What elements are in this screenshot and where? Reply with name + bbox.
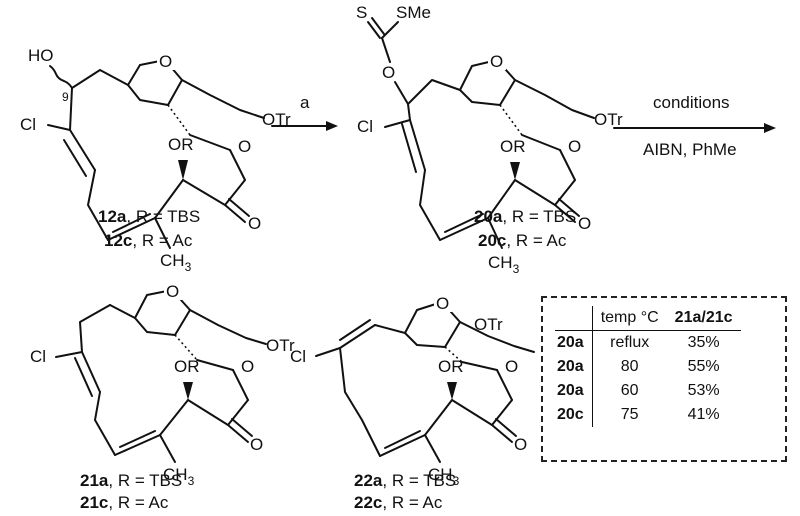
row-compound: 20a: [555, 330, 593, 355]
label-ring-o-21: O: [166, 282, 179, 301]
label-o-xanthate: O: [382, 63, 395, 82]
row-temp: 80: [620, 358, 639, 375]
table-row: 20c 75 41%: [555, 403, 741, 427]
label-cl-21: Cl: [30, 347, 46, 366]
label-otr-20: OTr: [594, 110, 623, 129]
label-ring-o: O: [159, 52, 172, 71]
header-temp: temp °C: [592, 306, 667, 331]
arrow-a-label: a: [300, 93, 310, 112]
structure-20: S SMe O Cl CH3 OR O O O OTr: [356, 3, 623, 276]
label-otr-22: OTr: [474, 315, 503, 334]
table-row: 20a 60 53%: [555, 379, 741, 403]
row-yield: 53%: [687, 382, 720, 399]
label-or-22: OR: [438, 357, 464, 376]
label-or-21: OR: [174, 357, 200, 376]
row-temp: 75: [620, 406, 639, 423]
label-s: S: [356, 3, 367, 22]
structure-21: Cl CH3 OR O O O OTr: [30, 282, 295, 488]
table-row: 20a 80 55%: [555, 355, 741, 379]
table-header-row: temp °C 21a/21c: [555, 306, 741, 331]
label-otr-21: OTr: [266, 336, 295, 355]
compound-20c-label: 20c, R = Ac: [478, 231, 567, 250]
label-ring-o-20: O: [490, 52, 503, 71]
label-o-ester: O: [238, 137, 251, 156]
label-ch3-20: CH3: [488, 253, 520, 276]
row-compound: 20a: [555, 355, 593, 379]
label-cl-20: Cl: [357, 117, 373, 136]
label-cl-22: Cl: [290, 347, 306, 366]
header-yield: 21a/21c: [666, 306, 741, 331]
row-compound: 20c: [555, 403, 593, 427]
compound-21a-label: 21a, R = TBS: [80, 471, 182, 490]
row-temp: reflux: [610, 334, 650, 351]
label-o-carbonyl-20: O: [578, 214, 591, 233]
compound-21c-label: 21c, R = Ac: [80, 493, 169, 512]
label-c9: 9: [62, 90, 69, 104]
structure-12: HO 9 Cl CH3 OR O O O: [20, 46, 291, 274]
row-yield: 35%: [687, 334, 720, 351]
label-ring-o-22: O: [436, 294, 449, 313]
compound-22a-label: 22a, R = TBS: [354, 471, 456, 490]
compound-20a-label: 20a, R = TBS: [474, 207, 576, 226]
row-yield: 41%: [687, 406, 720, 423]
compound-22c-label: 22c, R = Ac: [354, 493, 443, 512]
wavy-bond: [49, 65, 73, 89]
label-or: OR: [168, 135, 194, 154]
header-compound: [555, 306, 593, 331]
row-yield: 55%: [687, 358, 720, 375]
label-o-carbonyl-22: O: [514, 435, 527, 454]
row-compound: 20a: [555, 379, 593, 403]
row-temp: 60: [620, 382, 639, 399]
arrow-conditions-bottom: AIBN, PhMe: [643, 140, 737, 159]
label-ch3-22: CH3: [428, 465, 460, 488]
label-o-carbonyl: O: [248, 214, 261, 233]
label-o-ester-22: O: [505, 357, 518, 376]
label-ch3: CH3: [160, 251, 192, 274]
label-ho: HO: [28, 46, 54, 65]
arrow-conditions-top: conditions: [653, 93, 730, 112]
label-o-ester-20: O: [568, 137, 581, 156]
table-row: 20a reflux 35%: [555, 330, 741, 355]
label-o-ester-21: O: [241, 357, 254, 376]
yield-table: temp °C 21a/21c 20a reflux 35% 20a 80 55…: [555, 306, 741, 427]
structure-22: Cl CH3 OR O O O OTr: [290, 294, 535, 488]
label-otr: OTr: [262, 110, 291, 129]
label-sme: SMe: [396, 3, 431, 22]
conditions-table: temp °C 21a/21c 20a reflux 35% 20a 80 55…: [541, 296, 787, 462]
compound-12c-label: 12c, R = Ac: [104, 231, 193, 250]
label-o-carbonyl-21: O: [250, 435, 263, 454]
label-ch3-21: CH3: [163, 465, 195, 488]
label-cl: Cl: [20, 115, 36, 134]
label-or-20: OR: [500, 137, 526, 156]
compound-12a-label: 12a, R = TBS: [98, 207, 200, 226]
